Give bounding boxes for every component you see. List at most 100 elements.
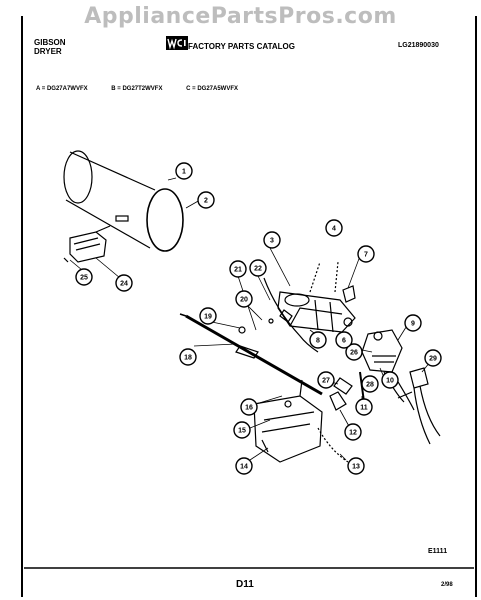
callout-circle: [347, 457, 365, 475]
callout-label: 15: [238, 428, 246, 435]
callout-26: 26: [345, 343, 363, 361]
callout-circle: [179, 348, 197, 366]
page-frame: [21, 16, 477, 597]
model-legend: A = DG27A7WVFX B = DG27T2WVFX C = DG27A5…: [36, 86, 260, 92]
callout-circle: [235, 290, 253, 308]
callout-circle: [325, 219, 343, 237]
callout-29: 29: [424, 349, 442, 367]
callout-label: 2: [204, 198, 208, 205]
callout-circle: [233, 421, 251, 439]
callout-18: 18: [179, 348, 197, 366]
callout-label: 8: [316, 338, 320, 345]
callout-label: 25: [80, 275, 88, 282]
callout-3: 3: [263, 231, 281, 249]
callout-label: 13: [352, 464, 360, 471]
catalog-title: FACTORY PARTS CATALOG: [188, 42, 295, 51]
callout-label: 6: [342, 338, 346, 345]
callout-8: 8: [309, 331, 327, 349]
date-code: 2/98: [441, 582, 453, 588]
callout-label: 27: [322, 378, 330, 385]
callout-circle: [344, 423, 362, 441]
callout-circle: [240, 398, 258, 416]
callout-circle: [75, 268, 93, 286]
gas-valve-part: [361, 329, 415, 411]
callout-circle: [197, 191, 215, 209]
callout-circle: [175, 162, 193, 180]
callout-circle: [229, 260, 247, 278]
callout-10: 10: [381, 371, 399, 389]
callout-25: 25: [75, 268, 93, 286]
callout-15: 15: [233, 421, 251, 439]
callout-label: 18: [184, 355, 192, 362]
callout-20: 20: [235, 290, 253, 308]
callout-13: 13: [347, 457, 365, 475]
callout-label: 10: [386, 378, 394, 385]
callout-label: 12: [349, 430, 357, 437]
callout-label: 29: [429, 356, 437, 363]
callout-circle: [115, 274, 133, 292]
callout-27: 27: [317, 371, 335, 389]
callout-19: 19: [199, 307, 217, 325]
mounting-bracket-part: [253, 379, 323, 463]
callout-21: 21: [229, 260, 247, 278]
catalog-number: LG21890030: [398, 42, 439, 49]
callout-circle: [309, 331, 327, 349]
wci-logo-icon: [166, 36, 188, 50]
page-code: E1111: [428, 548, 448, 555]
callout-label: 11: [360, 405, 368, 412]
callout-label: 24: [120, 281, 128, 288]
callout-circle: [317, 371, 335, 389]
brand-name: GIBSON: [34, 38, 66, 47]
callout-22: 22: [249, 259, 267, 277]
callout-label: 16: [245, 405, 253, 412]
watermark: AppliancePartsPros.com: [84, 4, 397, 29]
callout-circle: [355, 398, 373, 416]
callout-circle: [235, 457, 253, 475]
callout-label: 7: [364, 252, 368, 259]
flame-sensor-part: [397, 367, 441, 445]
callout-label: 20: [240, 297, 248, 304]
callout-label: 3: [270, 238, 274, 245]
callout-circle: [361, 375, 379, 393]
callout-1: 1: [175, 162, 193, 180]
callout-circle: [381, 371, 399, 389]
callout-circle: [199, 307, 217, 325]
product-type: DRYER: [34, 47, 62, 56]
callout-label: 9: [411, 321, 415, 328]
callout-label: 26: [350, 350, 358, 357]
callout-4: 4: [325, 219, 343, 237]
callout-circle: [424, 349, 442, 367]
callout-16: 16: [240, 398, 258, 416]
page-label: D11: [236, 579, 254, 590]
callout-label: 22: [254, 266, 262, 273]
callout-2: 2: [197, 191, 215, 209]
callout-label: 28: [366, 382, 374, 389]
callout-28: 28: [361, 375, 379, 393]
callout-circle: [335, 331, 353, 349]
callout-label: 21: [234, 267, 242, 274]
brand-block: GIBSON DRYER: [34, 38, 66, 56]
support-rod-part: [179, 313, 323, 396]
burner-assembly-part: [277, 285, 356, 333]
callout-label: 1: [182, 169, 186, 176]
callout-circle: [357, 245, 375, 263]
callout-12: 12: [344, 423, 362, 441]
callout-circle: [345, 343, 363, 361]
callout-7: 7: [357, 245, 375, 263]
callout-label: 19: [204, 314, 212, 321]
drum-part: [63, 150, 184, 252]
callout-label: 14: [240, 464, 248, 471]
model-c: C = DG27A5WVFX: [186, 86, 239, 92]
switch-block-part: [63, 225, 111, 263]
callout-9: 9: [404, 314, 422, 332]
callout-6: 6: [335, 331, 353, 349]
callout-circle: [263, 231, 281, 249]
callout-circle: [404, 314, 422, 332]
callout-24: 24: [115, 274, 133, 292]
callout-14: 14: [235, 457, 253, 475]
model-a: A = DG27A7WVFX: [36, 86, 88, 92]
callout-label: 4: [332, 226, 336, 233]
callout-circle: [249, 259, 267, 277]
